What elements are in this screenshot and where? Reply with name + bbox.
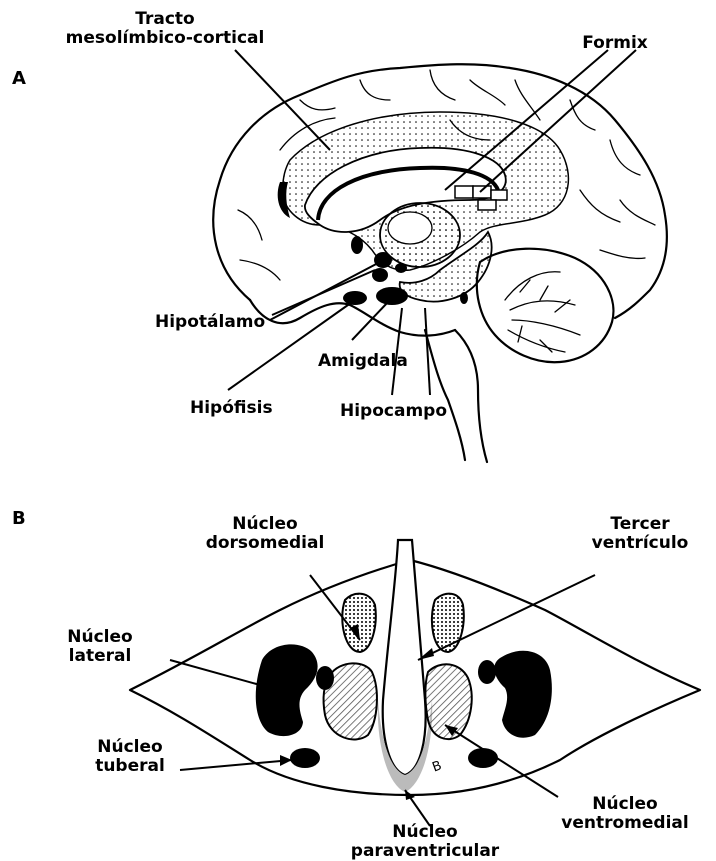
- label-third-ventricle: Tercer ventrículo: [570, 515, 710, 553]
- label-paraventricular-line2: paraventricular: [335, 842, 515, 861]
- label-tract-line1: Tracto: [40, 10, 290, 29]
- label-tuberal-line1: Núcleo: [75, 738, 185, 757]
- label-hippocampus: Hipocampo: [340, 402, 447, 421]
- label-dorsomedial-line1: Núcleo: [185, 515, 345, 534]
- third-ventricle: [383, 540, 426, 775]
- tuberal-nucleus-right: [468, 748, 498, 768]
- small-mark: B: [430, 758, 444, 775]
- label-third-ventricle-line2: ventrículo: [570, 534, 710, 553]
- label-ventromedial-line1: Núcleo: [540, 795, 710, 814]
- label-ventromedial: Núcleo ventromedial: [540, 795, 710, 833]
- label-paraventricular: Núcleo paraventricular: [335, 823, 515, 861]
- label-hypothalamus: Hipotálamo: [155, 313, 265, 332]
- lateral-nucleus-left: [256, 644, 318, 736]
- label-paraventricular-line1: Núcleo: [335, 823, 515, 842]
- label-dorsomedial-line2: dorsomedial: [185, 534, 345, 553]
- label-pituitary: Hipófisis: [190, 399, 273, 418]
- label-dorsomedial: Núcleo dorsomedial: [185, 515, 345, 553]
- label-third-ventricle-line1: Tercer: [570, 515, 710, 534]
- label-tract: Tracto mesolímbico-cortical: [40, 10, 290, 48]
- dorsomedial-nucleus-right: [432, 594, 464, 652]
- small-nucleus-left: [316, 666, 334, 690]
- label-amygdala: Amigdala: [318, 352, 408, 371]
- label-tuberal-line2: tuberal: [75, 757, 185, 776]
- cerebellum-folia: [505, 272, 580, 352]
- tuberal-nucleus-left: [290, 748, 320, 768]
- label-fornix: Formix: [560, 34, 670, 53]
- label-tuberal: Núcleo tuberal: [75, 738, 185, 776]
- label-lateral-line1: Núcleo: [40, 628, 160, 647]
- small-nucleus-right: [478, 660, 496, 684]
- label-tract-line2: mesolímbico-cortical: [40, 29, 290, 48]
- label-ventromedial-line2: ventromedial: [540, 814, 710, 833]
- label-lateral-line2: lateral: [40, 647, 160, 666]
- lateral-nucleus-right: [494, 651, 552, 738]
- hypothalamus-coronal-drawing: B: [130, 540, 700, 826]
- brainstem-outline: [455, 330, 487, 462]
- label-lateral: Núcleo lateral: [40, 628, 160, 666]
